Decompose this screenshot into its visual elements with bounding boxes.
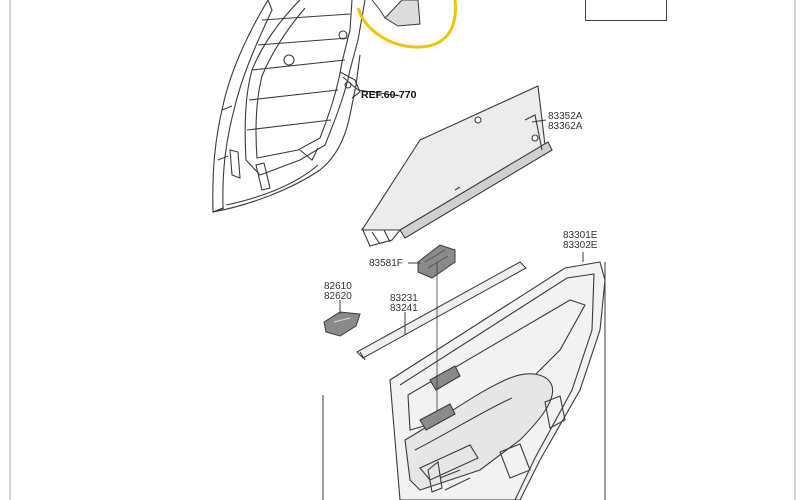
- door-frame-part: [212, 0, 366, 213]
- ref-door-label: REF.60-770: [361, 89, 417, 101]
- switch-part-number: 83581F: [369, 258, 403, 269]
- detail-inset-box: [585, 0, 667, 21]
- clip-part: [371, 0, 421, 27]
- handle-part-number-b: 82620: [324, 291, 352, 302]
- ref-leader-line: [342, 76, 401, 97]
- sunshade-part-number-b: 83362A: [548, 121, 583, 132]
- strip-part-number-b: 83241: [390, 303, 418, 314]
- window-switch-part: [417, 244, 456, 279]
- sunshade-part: [360, 85, 553, 247]
- beltline-strip-part: [356, 261, 527, 361]
- highlight-circle: [356, 0, 457, 49]
- door-trim-panel-part: [389, 261, 606, 500]
- trim-part-number-b: 83302E: [563, 240, 598, 251]
- inside-handle-part: [323, 311, 361, 337]
- strip-part-number-a: 83231: [390, 293, 418, 304]
- trim-part-number-a: 83301E: [563, 230, 598, 241]
- sunshade-part-number-a: 83352A: [548, 111, 583, 122]
- handle-part-number-a: 82610: [324, 281, 352, 292]
- sunshade-leader-line: [531, 119, 547, 123]
